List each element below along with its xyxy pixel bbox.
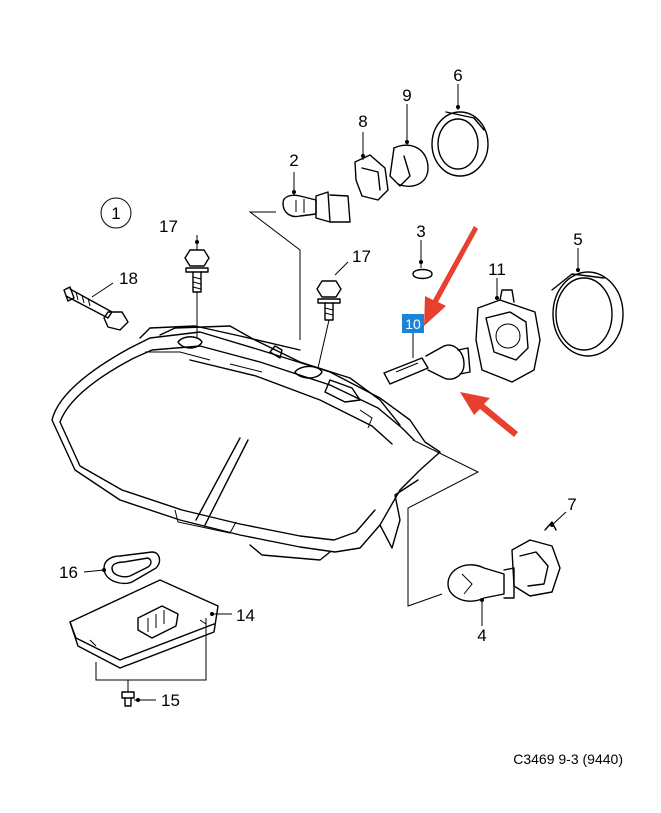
- gasket-16: [103, 551, 161, 585]
- clip-3: [412, 268, 433, 280]
- label-part-1: 1: [111, 204, 120, 223]
- cover-5: [551, 271, 624, 357]
- screw-15: [121, 691, 135, 707]
- red-arrow-top: [424, 226, 478, 326]
- label-part-10-highlight: [402, 314, 424, 333]
- bulb-holder-7: [511, 521, 561, 597]
- label-part-4: 4: [477, 626, 486, 645]
- label-part-5: 5: [573, 230, 582, 249]
- holder-8: [354, 154, 389, 201]
- screw-17-right: [316, 280, 342, 321]
- label-part-7: 7: [567, 495, 576, 514]
- cover-6: [431, 111, 489, 177]
- diagram-reference-code: C3469 9-3 (9440): [513, 751, 623, 767]
- label-part-18: 18: [119, 269, 138, 288]
- label-part-16: 16: [59, 563, 78, 582]
- control-unit-14: [69, 579, 219, 669]
- label-part-14: 14: [236, 606, 255, 625]
- label-part-17-left: 17: [159, 217, 178, 236]
- label-part-10: 10: [405, 316, 421, 332]
- label-part-15: 15: [161, 691, 180, 710]
- bolt-18: [63, 286, 129, 331]
- bulb-4: [447, 564, 515, 602]
- clip-9: [389, 144, 429, 187]
- screw-17-left: [184, 249, 210, 293]
- igniter-11: [475, 289, 541, 383]
- label-part-17-right: 17: [352, 247, 371, 266]
- part-1-circle: [100, 197, 132, 229]
- label-part-3: 3: [416, 222, 425, 241]
- red-arrow-bottom: [460, 392, 518, 437]
- xenon-bulb-10: [383, 344, 471, 385]
- headlamp-housing: [51, 325, 441, 561]
- label-part-2: 2: [289, 151, 298, 170]
- label-part-11: 11: [488, 260, 506, 279]
- label-part-9: 9: [402, 86, 411, 105]
- label-part-8: 8: [358, 112, 367, 131]
- bulb-2: [282, 191, 351, 223]
- label-part-6: 6: [453, 66, 462, 85]
